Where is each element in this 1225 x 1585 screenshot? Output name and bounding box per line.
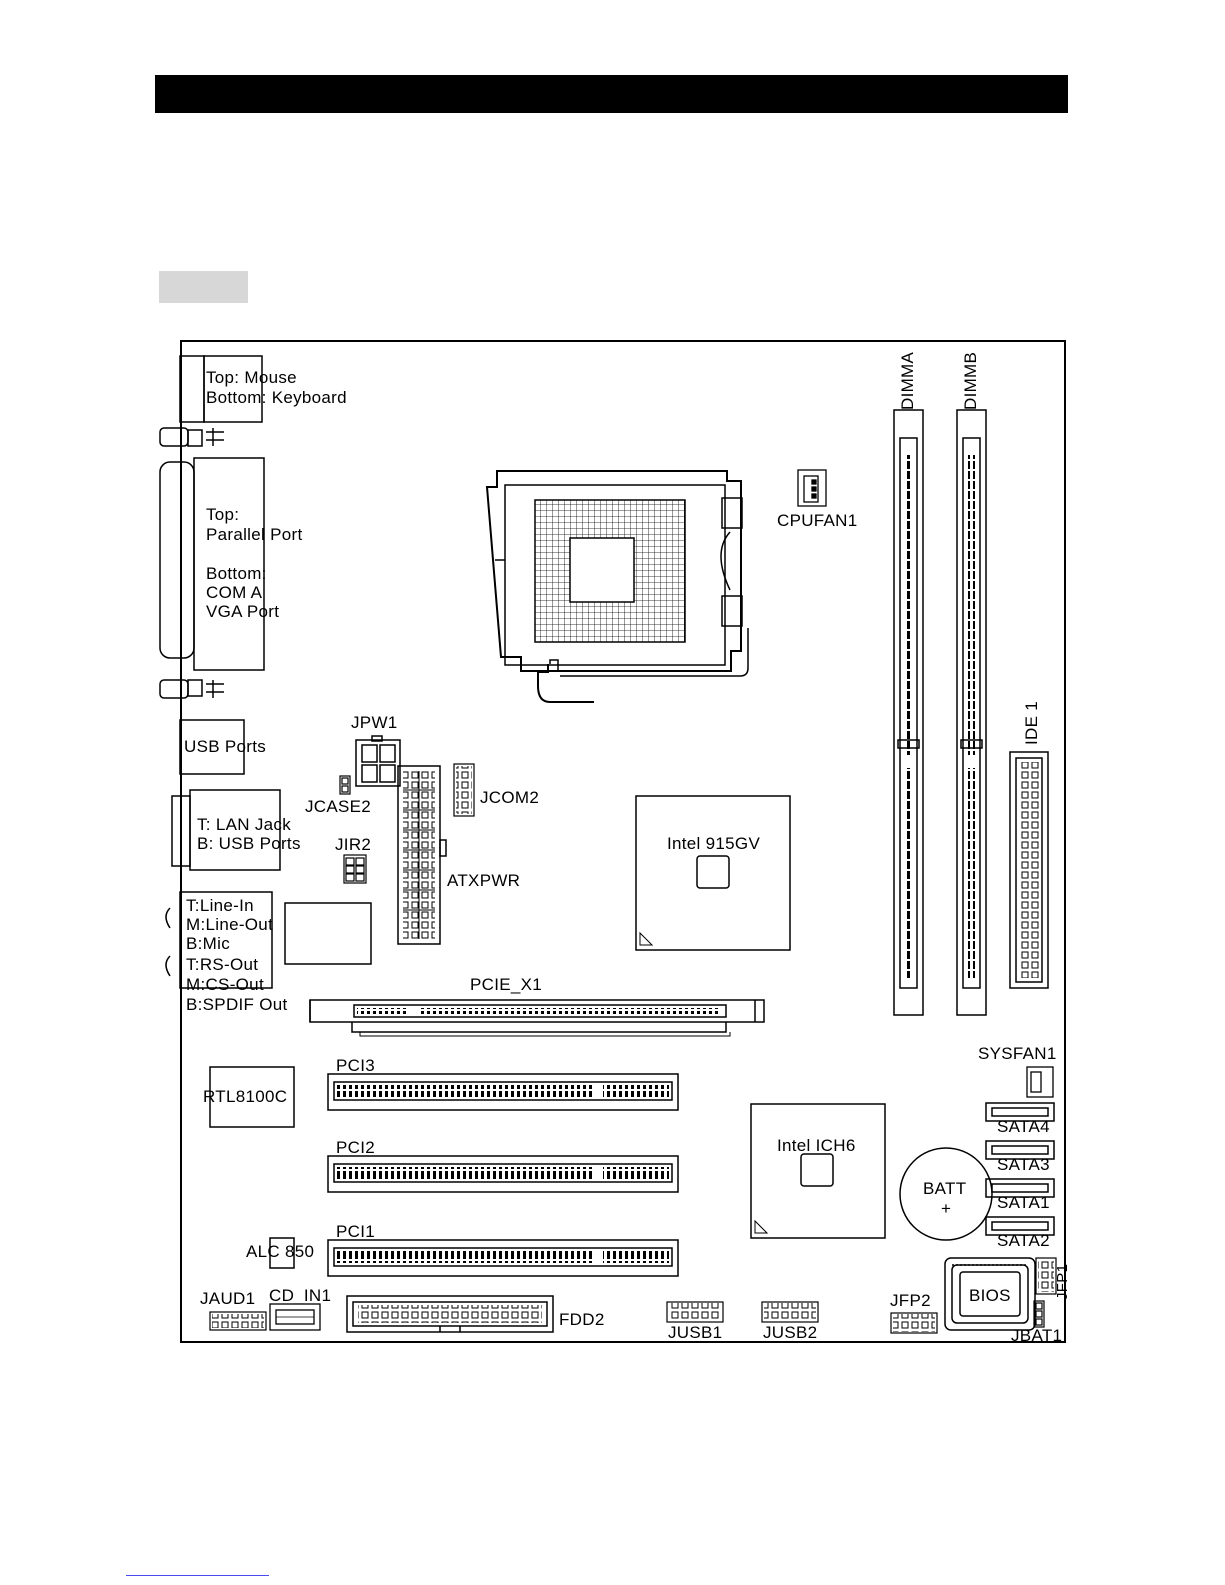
dimmb-label: DIMMB <box>961 351 980 410</box>
pci2-label: PCI2 <box>336 1138 375 1157</box>
southbridge-chip <box>750 1103 886 1239</box>
section-tab <box>159 271 248 303</box>
audio-label-2: M:Line-Out <box>186 915 274 934</box>
parallel-label-4: Bottom: <box>206 564 267 583</box>
batt-label: BATT <box>923 1179 967 1198</box>
sysfan1-header <box>1026 1066 1054 1098</box>
parallel-label-5: COM A <box>206 583 263 602</box>
jir2-label: JIR2 <box>335 835 372 854</box>
bios-label: BIOS <box>969 1286 1011 1305</box>
motherboard-outline <box>180 340 1066 1343</box>
alc850-chip <box>269 1237 295 1269</box>
sata2-label: SATA2 <box>997 1231 1050 1250</box>
jbat1-header <box>1033 1300 1045 1328</box>
sata3-label: SATA3 <box>997 1155 1050 1174</box>
jcase2-label: JCASE2 <box>305 797 372 816</box>
jusb2-label: JUSB2 <box>763 1323 818 1342</box>
pci1-slot <box>327 1239 679 1277</box>
bios-chip <box>944 1257 1036 1331</box>
sata-connectors <box>985 1102 1055 1236</box>
jcom2-label: JCOM2 <box>480 788 540 807</box>
audio-label-1: T:Line-In <box>186 896 254 915</box>
ps2-label-bottom: Bottom: Keyboard <box>206 388 347 407</box>
northbridge-chip <box>635 795 791 951</box>
parallel-label-6: VGA Port <box>206 602 280 621</box>
header-bar <box>155 75 1068 113</box>
cpufan1-label: CPUFAN1 <box>777 511 858 530</box>
alc850-label: ALC 850 <box>246 1242 315 1261</box>
jpw1-connector <box>355 735 401 787</box>
jfp2-header <box>890 1312 938 1334</box>
sysfan1-label: SYSFAN1 <box>978 1044 1057 1063</box>
fdd2-label: FDD2 <box>559 1310 605 1329</box>
battery <box>899 1147 993 1241</box>
jpw1-label: JPW1 <box>351 713 398 732</box>
audio-label-3: B:Mic <box>186 934 230 953</box>
rtl8100c-chip <box>209 1066 295 1128</box>
pci2-slot <box>327 1155 679 1193</box>
usb-ports-label: USB Ports <box>184 737 267 756</box>
rtl8100c-label: RTL8100C <box>203 1087 288 1106</box>
pcie-x1-label: PCIE_X1 <box>470 975 543 994</box>
jfp2-label: JFP2 <box>890 1291 931 1310</box>
pci1-label: PCI1 <box>336 1222 375 1241</box>
fdd2-connector <box>346 1295 554 1333</box>
cd-in1-label: CD_IN1 <box>269 1286 332 1305</box>
atxpwr-connector <box>397 765 447 945</box>
lan-label-top: T: LAN Jack <box>197 815 291 834</box>
cpufan1-header <box>797 469 827 507</box>
audio-label-6: B:SPDIF Out <box>186 995 288 1014</box>
southbridge-label: Intel ICH6 <box>777 1136 856 1155</box>
sata1-label: SATA1 <box>997 1193 1050 1212</box>
cd-in1-connector <box>269 1303 321 1331</box>
ide1-connector <box>1009 751 1049 989</box>
parallel-com-vga-connector <box>159 427 265 699</box>
jfp1-header <box>1035 1257 1057 1295</box>
sata4-label: SATA4 <box>997 1117 1050 1136</box>
cpu-socket <box>485 470 749 703</box>
usb-ports-connector <box>179 719 245 775</box>
parallel-label-2: Parallel Port <box>206 525 303 544</box>
dimma-label: DIMMA <box>898 351 917 410</box>
parallel-label-1: Top: <box>206 505 240 524</box>
ps2-connector <box>179 355 263 423</box>
jaud1-label: JAUD1 <box>200 1289 256 1308</box>
jbat1-label: JBAT1 <box>1011 1326 1063 1345</box>
jusb1-header <box>666 1301 724 1323</box>
dimmb-slot <box>956 409 987 1016</box>
atxpwr-label: ATXPWR <box>447 871 521 890</box>
jusb2-header <box>761 1301 819 1323</box>
ps2-label-top: Top: Mouse <box>206 368 297 387</box>
jaud1-header <box>209 1311 267 1331</box>
jusb1-label: JUSB1 <box>668 1323 723 1342</box>
jcase2-header <box>339 775 351 795</box>
pci3-label: PCI3 <box>336 1056 375 1075</box>
io-chip <box>284 902 372 965</box>
jfp1-label: JFP1 <box>1054 1263 1071 1300</box>
footer-rule <box>126 1575 269 1576</box>
lan-usb-connector <box>171 789 281 871</box>
jcom2-header <box>453 763 475 817</box>
ide1-label: IDE 1 <box>1022 700 1041 745</box>
dimma-slot <box>893 409 924 1016</box>
batt-plus-label: + <box>941 1199 952 1218</box>
audio-label-4: T:RS-Out <box>186 955 259 974</box>
pcie-x1-slot <box>309 999 765 1037</box>
jir2-header <box>343 854 367 884</box>
audio-jacks <box>165 891 273 989</box>
audio-label-5: M:CS-Out <box>186 975 264 994</box>
northbridge-label: Intel 915GV <box>667 834 761 853</box>
pci3-slot <box>327 1073 679 1111</box>
lan-label-bottom: B: USB Ports <box>197 834 301 853</box>
